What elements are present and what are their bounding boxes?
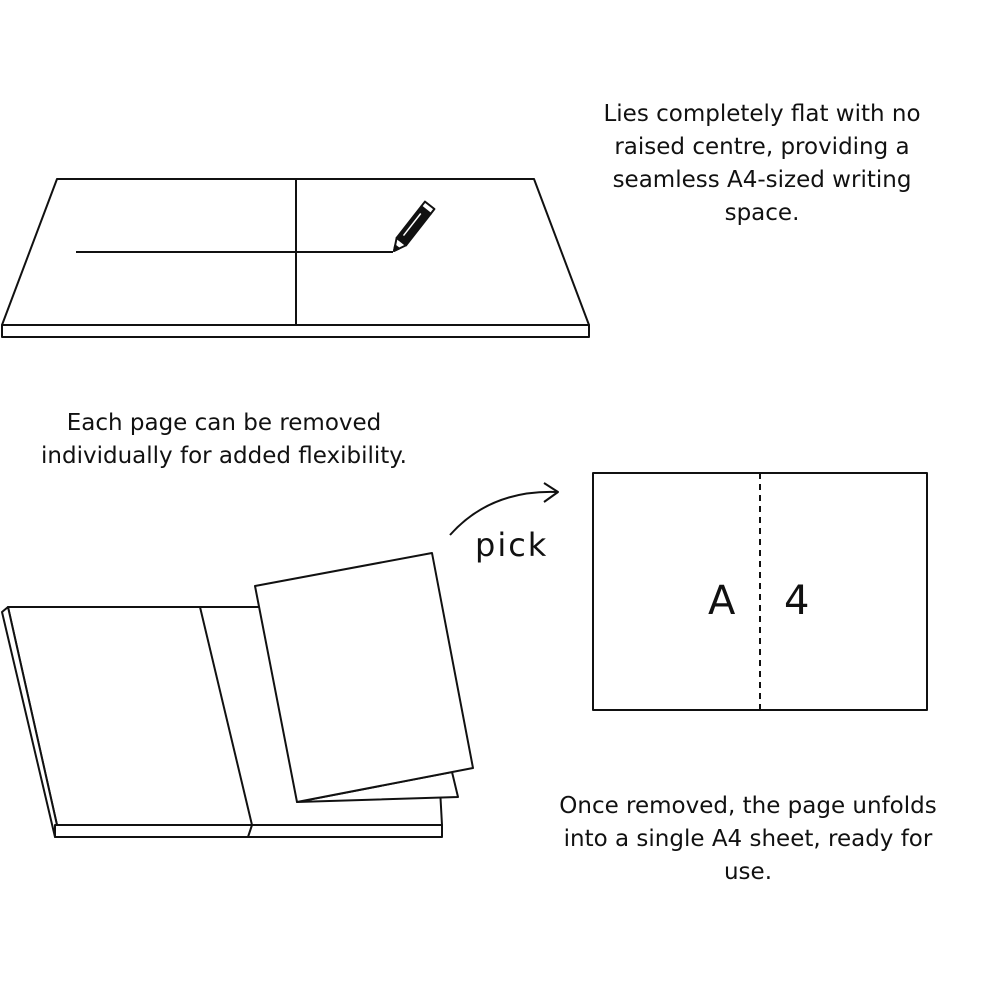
- caption-line: Lies completely flat with no: [603, 101, 921, 127]
- flat-notebook-illustration: [1, 178, 590, 338]
- caption-line: seamless A4-sized writing: [612, 167, 912, 193]
- caption-line: Each page can be removed: [66, 410, 382, 436]
- caption-line: use.: [723, 859, 773, 885]
- lifted-page: [254, 552, 474, 803]
- caption-line: individually for added flexibility.: [41, 443, 407, 469]
- caption-line: raised centre, providing a: [614, 134, 910, 160]
- caption-removable: Each page can be removed individually fo…: [14, 407, 434, 473]
- caption-line: space.: [724, 200, 800, 226]
- caption-lies-flat: Lies completely flat with no raised cent…: [562, 98, 962, 230]
- sheet-label-4: 4: [784, 578, 810, 624]
- pick-label: pick: [475, 526, 549, 564]
- caption-line: into a single A4 sheet, ready for: [563, 826, 933, 852]
- sheet-label-a: A: [708, 578, 736, 624]
- pencil-icon: [393, 200, 436, 252]
- curved-arrow-icon: [449, 482, 559, 536]
- caption-unfold: Once removed, the page unfolds into a si…: [538, 790, 958, 889]
- a4-sheet-illustration: [592, 472, 928, 711]
- caption-line: Once removed, the page unfolds: [559, 793, 937, 819]
- removable-pages-illustration: [1, 552, 474, 838]
